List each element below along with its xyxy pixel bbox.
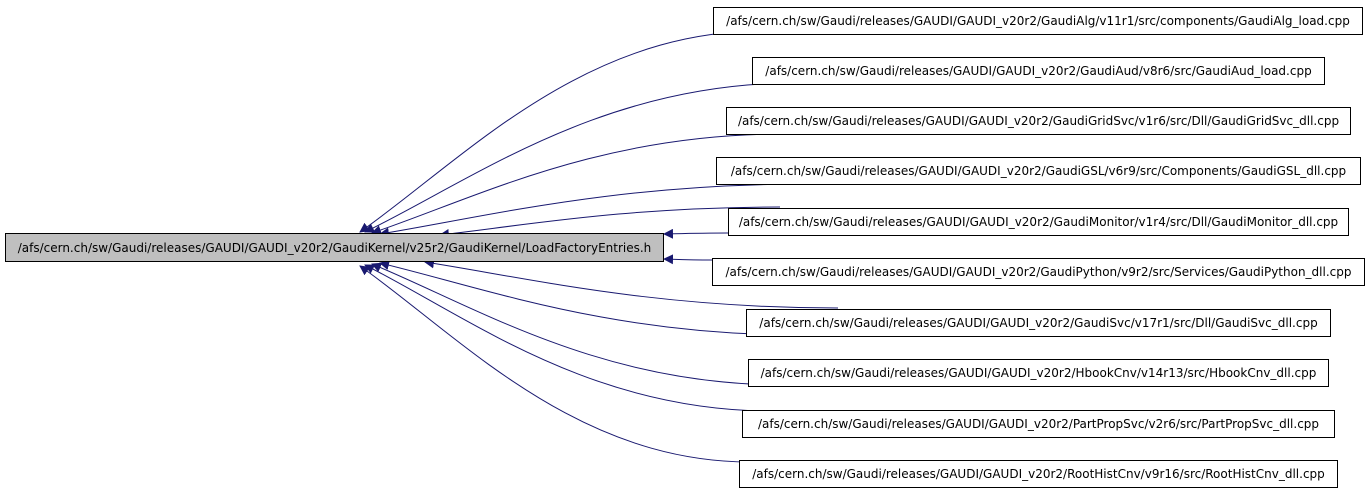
root-file-label: /afs/cern.ch/sw/Gaudi/releases/GAUDI/GAU… <box>17 240 652 255</box>
include-edge-arrow <box>663 228 729 239</box>
includer-node-partpropsvc-dll[interactable]: /afs/cern.ch/sw/Gaudi/releases/GAUDI/GAU… <box>742 410 1335 438</box>
includer-node-roothistcnv-dll[interactable]: /afs/cern.ch/sw/Gaudi/releases/GAUDI/GAU… <box>739 460 1338 488</box>
include-edge-arrow <box>371 262 786 386</box>
include-edge-arrow <box>359 30 763 233</box>
includer-node-gaudigsl-dll[interactable]: /afs/cern.ch/sw/Gaudi/releases/GAUDI/GAU… <box>716 157 1361 185</box>
includer-label: /afs/cern.ch/sw/Gaudi/releases/GAUDI/GAU… <box>757 417 1320 431</box>
include-edge-arrow <box>379 183 807 238</box>
includer-node-gaudigridsvc-dll[interactable]: /afs/cern.ch/sw/Gaudi/releases/GAUDI/GAU… <box>726 107 1351 135</box>
includer-label: /afs/cern.ch/sw/Gaudi/releases/GAUDI/GAU… <box>760 366 1317 380</box>
includer-label: /afs/cern.ch/sw/Gaudi/releases/GAUDI/GAU… <box>738 215 1339 229</box>
includer-label: /afs/cern.ch/sw/Gaudi/releases/GAUDI/GAU… <box>725 265 1352 279</box>
include-edge-arrow <box>424 258 839 309</box>
includer-node-gaudiaud-load[interactable]: /afs/cern.ch/sw/Gaudi/releases/GAUDI/GAU… <box>752 57 1325 85</box>
includer-label: /afs/cern.ch/sw/Gaudi/releases/GAUDI/GAU… <box>730 164 1347 178</box>
includer-node-hbookcnv-dll[interactable]: /afs/cern.ch/sw/Gaudi/releases/GAUDI/GAU… <box>748 359 1329 387</box>
includer-label: /afs/cern.ch/sw/Gaudi/releases/GAUDI/GAU… <box>726 14 1350 28</box>
includer-label: /afs/cern.ch/sw/Gaudi/releases/GAUDI/GAU… <box>752 467 1325 481</box>
include-edge-arrow <box>371 133 784 235</box>
root-file-node[interactable]: /afs/cern.ch/sw/Gaudi/releases/GAUDI/GAU… <box>5 233 664 262</box>
include-edge-arrow <box>364 82 796 233</box>
include-edge-arrow <box>364 264 773 412</box>
includer-label: /afs/cern.ch/sw/Gaudi/releases/GAUDI/GAU… <box>759 316 1318 330</box>
includer-node-gaudisvc-dll[interactable]: /afs/cern.ch/sw/Gaudi/releases/GAUDI/GAU… <box>746 309 1331 337</box>
include-edge-arrow <box>663 254 713 265</box>
includer-node-gaudimonitor-dll[interactable]: /afs/cern.ch/sw/Gaudi/releases/GAUDI/GAU… <box>728 208 1349 236</box>
include-edge-arrow <box>439 206 781 239</box>
includer-node-gaudipython-dll[interactable]: /afs/cern.ch/sw/Gaudi/releases/GAUDI/GAU… <box>712 258 1365 286</box>
includer-label: /afs/cern.ch/sw/Gaudi/releases/GAUDI/GAU… <box>765 64 1312 78</box>
include-edge-arrow <box>359 265 751 463</box>
includer-node-gaudialg-load[interactable]: /afs/cern.ch/sw/Gaudi/releases/GAUDI/GAU… <box>713 7 1363 35</box>
includer-label: /afs/cern.ch/sw/Gaudi/releases/GAUDI/GAU… <box>737 114 1340 128</box>
include-edge-arrow <box>379 260 801 336</box>
